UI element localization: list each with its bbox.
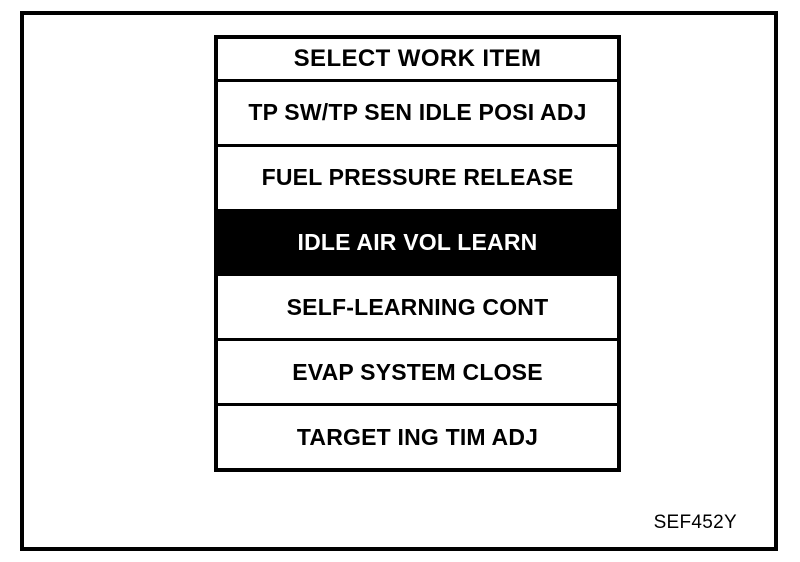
figure-caption: SEF452Y <box>653 512 737 533</box>
menu-item-fuel-pressure-release[interactable]: FUEL PRESSURE RELEASE <box>218 146 617 212</box>
select-work-item-menu: SELECT WORK ITEM TP SW/TP SEN IDLE POSI … <box>214 35 621 472</box>
menu-title: SELECT WORK ITEM <box>218 39 617 82</box>
menu-item-self-learning-cont[interactable]: SELF-LEARNING CONT <box>218 276 617 342</box>
menu-item-evap-system-close[interactable]: EVAP SYSTEM CLOSE <box>218 341 617 407</box>
menu-item-tp-sw-tp-sen-idle-posi-adj[interactable]: TP SW/TP SEN IDLE POSI ADJ <box>218 82 617 147</box>
menu-item-idle-air-vol-learn[interactable]: IDLE AIR VOL LEARN <box>214 211 621 277</box>
menu-item-target-ing-tim-adj[interactable]: TARGET ING TIM ADJ <box>218 406 617 468</box>
figure-frame: SELECT WORK ITEM TP SW/TP SEN IDLE POSI … <box>20 11 778 551</box>
